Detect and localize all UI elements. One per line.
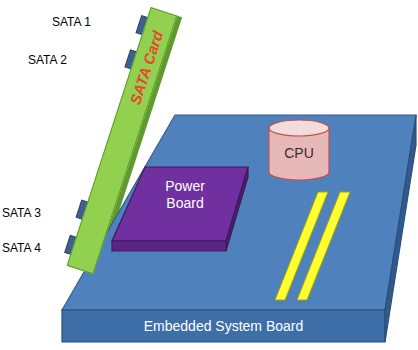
port-label: SATA 3 — [2, 206, 41, 220]
cpu-chip-face — [269, 120, 329, 136]
port-label-area: SATA 2 — [28, 50, 67, 68]
system-board-label: Embedded System Board — [144, 318, 304, 335]
power-board: Power Board — [110, 165, 250, 255]
system-board-face — [385, 115, 416, 342]
power-board-label: Power Board — [152, 178, 218, 212]
port-label: SATA 4 — [2, 241, 41, 255]
system-board-face — [62, 310, 385, 342]
port-label-area: SATA 3 — [2, 203, 41, 221]
port-label-area: SATA 1 — [52, 12, 91, 30]
power-board-face — [226, 167, 248, 251]
expansion-card-label: SATA Card — [126, 29, 167, 107]
port-label: SATA 1 — [52, 15, 91, 29]
port-label: SATA 2 — [28, 53, 67, 67]
cpu-chip-text-area: CPU — [268, 142, 330, 164]
system-board-text-area: Embedded System Board — [62, 310, 385, 342]
power-board-face — [112, 167, 248, 241]
port-label-area: SATA 4 — [2, 238, 41, 256]
power-board-text-area: Power Board — [150, 175, 220, 215]
memory-slot — [297, 192, 350, 300]
cpu-chip-label: CPU — [284, 145, 314, 162]
cpu-chip: CPU — [268, 118, 330, 182]
power-board-face — [112, 241, 226, 251]
